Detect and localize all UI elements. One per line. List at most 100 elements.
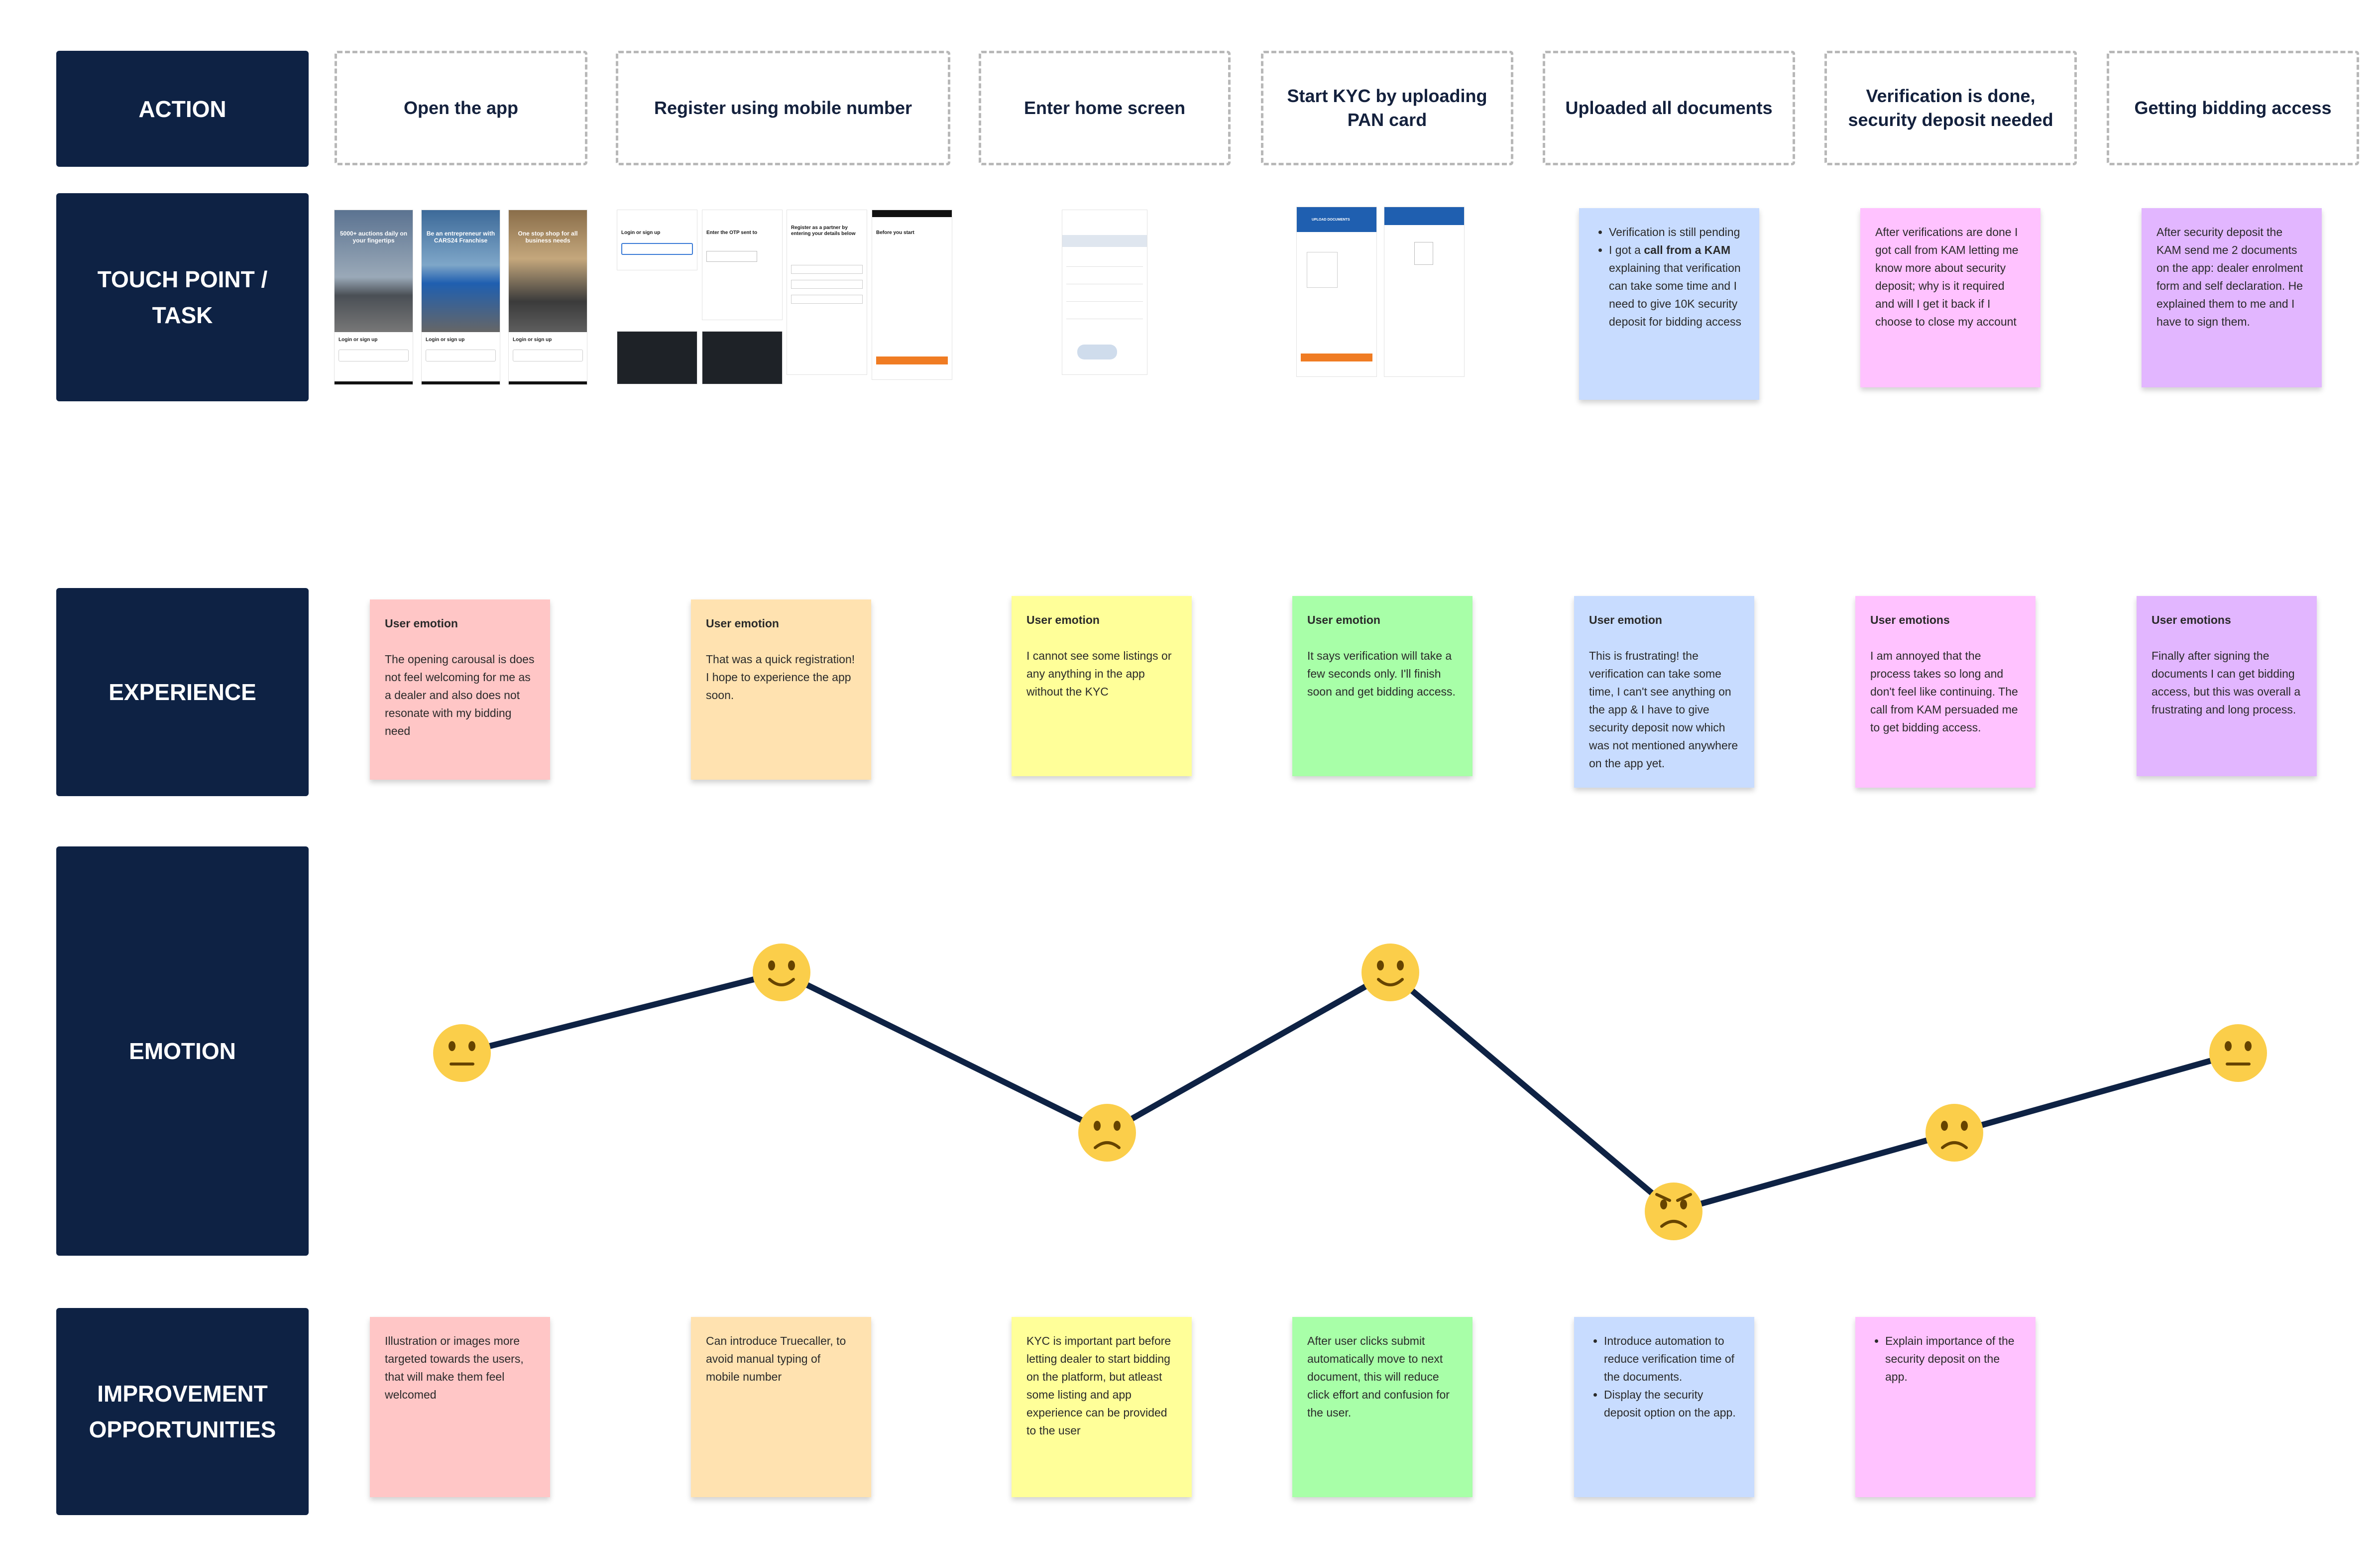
keyboard-screen-1	[617, 331, 697, 384]
kyc-upload-screen: UPLOAD DOCUMENTS	[1296, 207, 1377, 377]
phone-input	[339, 350, 409, 361]
register-before-start-screen: Before you start	[872, 210, 952, 380]
car-illustration	[1077, 345, 1117, 359]
note-text: I got a	[1609, 243, 1644, 256]
improvement-note: After user clicks submit automatically m…	[1292, 1317, 1473, 1497]
note-text: Can introduce Truecaller, to avoid manua…	[706, 1334, 846, 1383]
kyc-header	[1297, 207, 1376, 232]
kyc-banner	[1062, 235, 1147, 247]
note-text-bold: call from a KAM	[1644, 243, 1731, 256]
note-item: Introduce automation to reduce verificat…	[1604, 1332, 1739, 1386]
screen-login-title: Login or sign up	[339, 337, 378, 343]
screen-hero-image	[335, 210, 413, 332]
home-indicator	[509, 381, 587, 384]
touchpoint-note-bidding: After security deposit the KAM send me 2…	[2142, 208, 2322, 387]
list-row	[1066, 257, 1143, 267]
kyc-info-screen	[1384, 207, 1465, 377]
note-text: KYC is important part before letting dea…	[1026, 1334, 1171, 1437]
keyboard-screen-2	[702, 331, 783, 384]
list-row	[1066, 310, 1143, 319]
list-row	[1066, 275, 1143, 284]
action-text: Uploaded all documents	[1565, 98, 1773, 118]
action-card: Verification is done, security deposit n…	[1824, 51, 2077, 165]
screen-login-title: Login or sign up	[426, 337, 465, 343]
screen-partner-title: Register as a partner by entering your d…	[791, 225, 856, 237]
improvement-note: Explain importance of the security depos…	[1855, 1317, 2036, 1497]
register-login-screen: Login or sign up	[617, 210, 697, 270]
note-list: Explain importance of the security depos…	[1870, 1332, 2021, 1386]
improvement-note: Can introduce Truecaller, to avoid manua…	[691, 1317, 871, 1497]
phone-input	[621, 243, 693, 255]
emoji-sad-icon	[1926, 1104, 1983, 1162]
screen-status-bar	[872, 210, 952, 217]
action-text: Start KYC by uploading PAN card	[1287, 86, 1487, 130]
note-title: User emotion	[1026, 613, 1100, 626]
note-title: User emotion	[706, 617, 779, 630]
row-label-improvement: IMPROVEMENT OPPORTUNITIES	[56, 1308, 309, 1515]
kyc-header-title: UPLOAD DOCUMENTS	[1312, 218, 1350, 222]
note-text: It says verification will take a few sec…	[1307, 649, 1456, 698]
app-screen-carousel-1: 5000+ auctions daily on your fingertips …	[334, 210, 413, 385]
note-item: Explain importance of the security depos…	[1885, 1332, 2021, 1386]
row-label-touchpoint: TOUCH POINT / TASK	[56, 193, 309, 401]
row-label-experience: EXPERIENCE	[56, 588, 309, 796]
note-title: User emotion	[1307, 613, 1380, 626]
screen-headline: Be an entrepreneur with CARS24 Franchise	[426, 230, 495, 244]
action-card: Register using mobile number	[616, 51, 950, 165]
experience-note: User emotions I am annoyed that the proce…	[1855, 596, 2036, 788]
row-label-emotion-text: EMOTION	[129, 1038, 236, 1064]
form-field	[791, 265, 863, 274]
note-title: User emotion	[385, 617, 458, 630]
note-item: Verification is still pending	[1609, 223, 1744, 241]
note-text: I cannot see some listings or any anythi…	[1026, 649, 1172, 698]
kyc-info-header	[1384, 207, 1464, 225]
note-list: Introduce automation to reduce verificat…	[1589, 1332, 1739, 1422]
home-indicator	[422, 381, 500, 384]
home-screen	[1062, 210, 1147, 375]
upload-box	[1307, 252, 1338, 288]
screen-before-title: Before you start	[876, 230, 914, 236]
improvement-note: Introduce automation to reduce verificat…	[1574, 1317, 1754, 1497]
action-card: Enter home screen	[979, 51, 1231, 165]
note-title: User emotions	[2152, 613, 2231, 626]
home-indicator	[335, 381, 413, 384]
action-text: Getting bidding access	[2134, 98, 2332, 118]
row-label-action-text: ACTION	[138, 96, 227, 122]
app-screen-carousel-3: One stop shop for all business needs Log…	[508, 210, 587, 385]
action-text: Enter home screen	[1023, 98, 1186, 118]
note-title: User emotions	[1870, 613, 1950, 626]
row-label-improvement-text: IMPROVEMENT OPPORTUNITIES	[89, 1381, 276, 1442]
emoji-angry-icon	[1645, 1183, 1702, 1240]
phone-input	[426, 350, 496, 361]
emotion-line	[461, 969, 2239, 1214]
continue-button	[876, 356, 948, 364]
action-text: Open the app	[403, 98, 518, 118]
note-text: That was a quick registration! I hope to…	[706, 653, 855, 702]
note-text: Illustration or images more targeted tow…	[385, 1334, 524, 1401]
form-field	[791, 280, 863, 289]
emoji-sad-icon	[1078, 1104, 1136, 1162]
action-text: Verification is done, security deposit n…	[1848, 86, 2053, 130]
emoji-happy-icon	[753, 944, 810, 1001]
action-card: Start KYC by uploading PAN card	[1261, 51, 1513, 165]
app-screen-carousel-2: Be an entrepreneur with CARS24 Franchise…	[421, 210, 500, 385]
note-text: After verifications are done I got call …	[1875, 226, 2019, 328]
screen-login-title: Login or sign up	[621, 230, 661, 236]
register-otp-screen: Enter the OTP sent to	[702, 210, 783, 320]
screen-hero-image	[509, 210, 587, 332]
note-text: explaining that verification can take so…	[1609, 261, 1741, 328]
emoji-neutral-icon	[2209, 1024, 2267, 1082]
note-title: User emotion	[1589, 613, 1662, 626]
submit-button	[1301, 354, 1372, 361]
note-text: After security deposit the KAM send me 2…	[2156, 226, 2303, 328]
note-text: I am annoyed that the process takes so l…	[1870, 649, 2018, 734]
screen-login-title: Login or sign up	[513, 337, 552, 343]
touchpoint-note-uploaded: Verification is still pending I got a ca…	[1579, 208, 1759, 400]
note-list: Verification is still pending I got a ca…	[1594, 223, 1744, 331]
action-card: Uploaded all documents	[1543, 51, 1795, 165]
